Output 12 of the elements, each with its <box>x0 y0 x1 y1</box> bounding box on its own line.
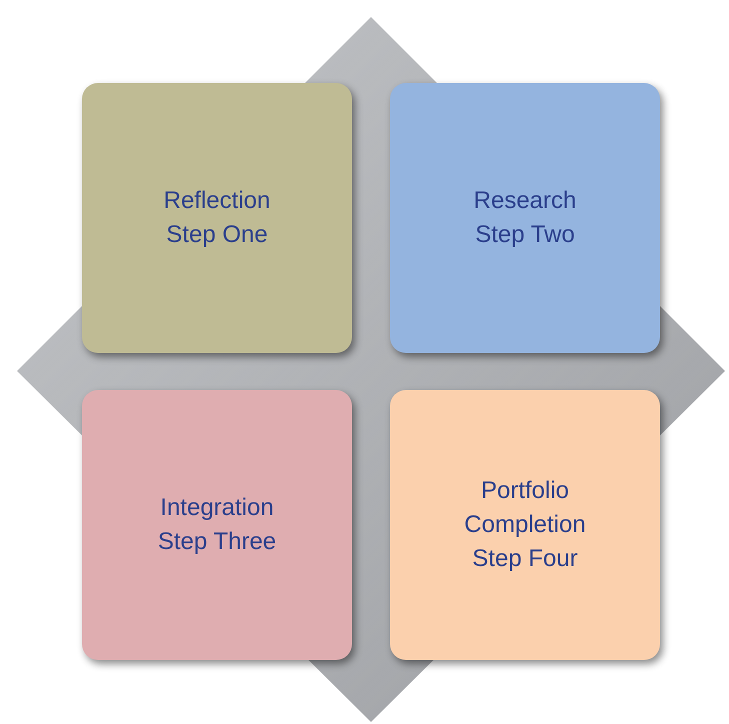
step-card <box>390 83 660 353</box>
step-title: Reflection <box>164 186 270 216</box>
step-card <box>82 390 352 660</box>
step-title: Research <box>474 186 576 216</box>
step-number: Step Three <box>158 527 276 557</box>
step-number: Step Four <box>472 544 578 574</box>
step-card <box>390 390 660 660</box>
step-number: Step Two <box>475 220 575 250</box>
step-title: Portfolio Completion <box>463 476 587 540</box>
step-number: Step One <box>166 220 268 250</box>
step-title: Integration <box>160 493 274 523</box>
step-card <box>82 83 352 353</box>
